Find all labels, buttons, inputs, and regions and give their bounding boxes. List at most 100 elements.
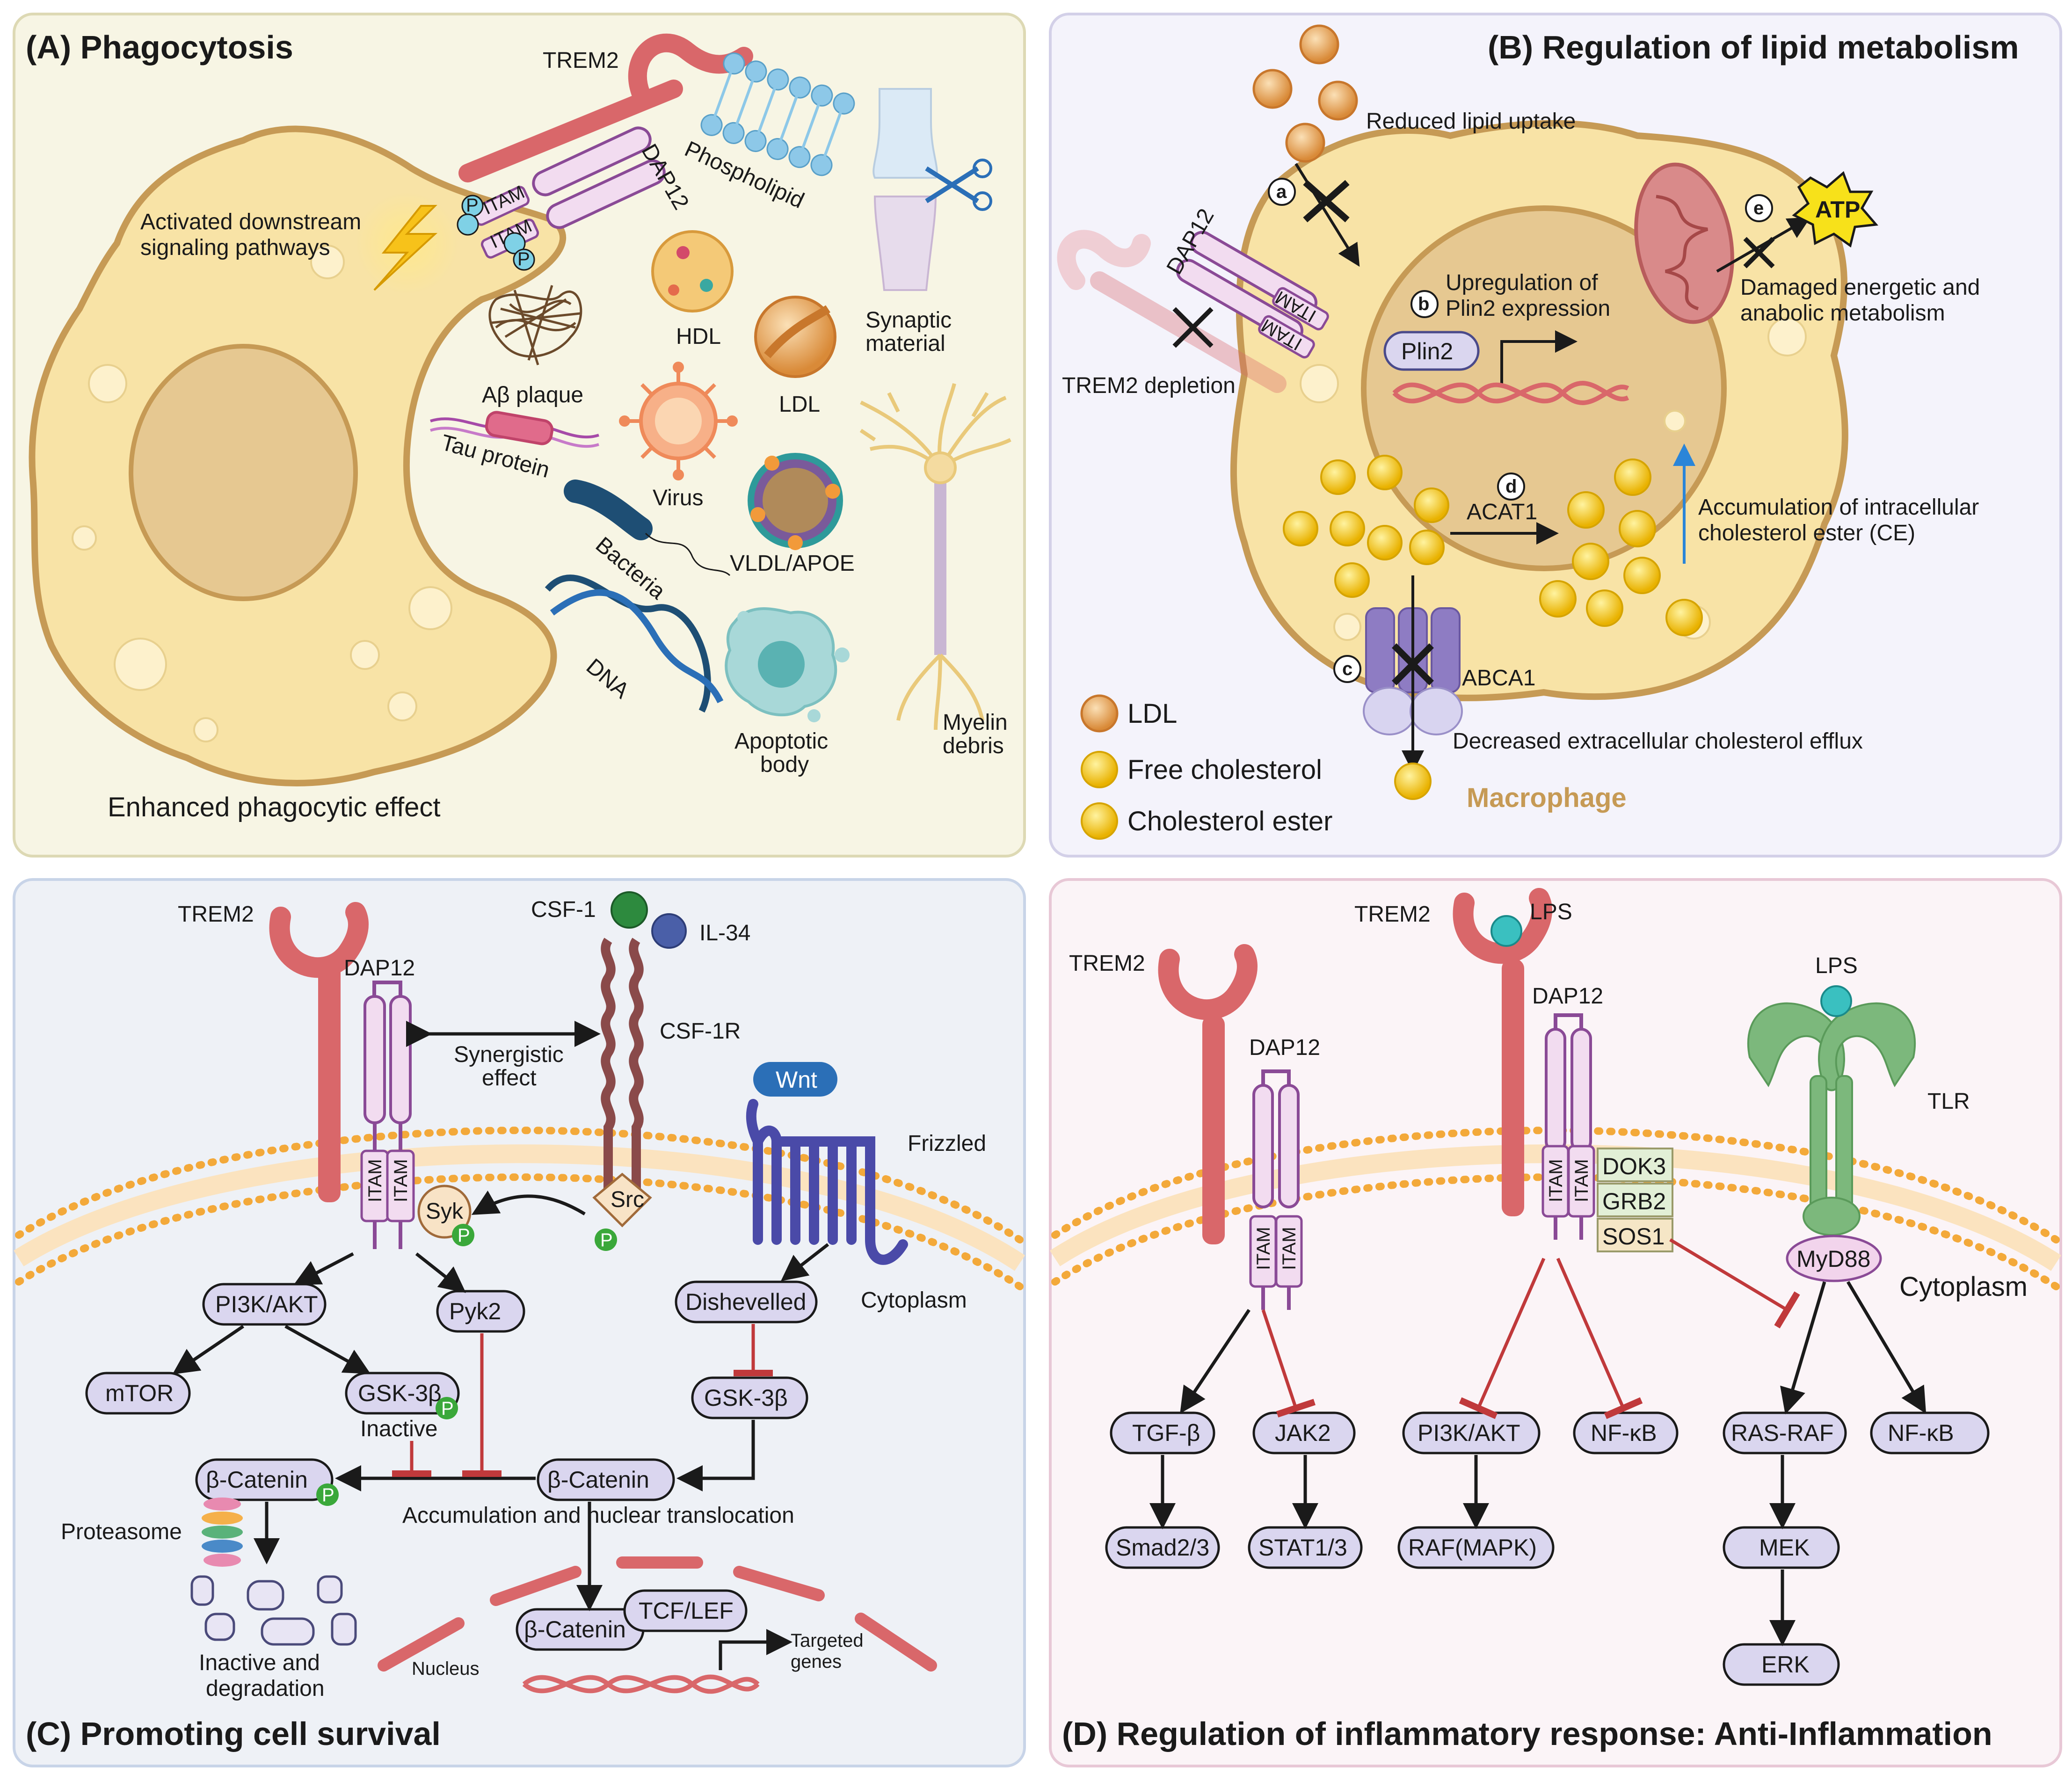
trem2-depletion-label: TREM2 depletion bbox=[1062, 373, 1236, 398]
effluxed-cholesterol bbox=[1394, 763, 1432, 800]
dishevelled-node: Dishevelled bbox=[685, 1289, 806, 1315]
legend-free-cholesterol: Free cholesterol bbox=[1127, 755, 1322, 785]
syk-label: Syk bbox=[426, 1199, 464, 1224]
arrows-d bbox=[1149, 1281, 1927, 1646]
apoptotic-line2: body bbox=[760, 752, 809, 777]
phospholipid-icon bbox=[700, 52, 855, 176]
free-cholesterol-cluster bbox=[1283, 455, 1449, 598]
targeted-line2: genes bbox=[791, 1651, 842, 1672]
activated-line1: Activated downstream bbox=[140, 210, 361, 234]
dna-nucleus-c bbox=[522, 1674, 760, 1694]
dap12-d2 bbox=[1541, 1013, 1595, 1240]
csf1-ligand bbox=[611, 891, 648, 929]
dap12-b bbox=[1176, 231, 1329, 359]
nfkb-node-2: NF-κB bbox=[1888, 1420, 1954, 1446]
inactive-deg-line1: Inactive and bbox=[199, 1650, 320, 1675]
inhibit-arrows-c bbox=[392, 1324, 773, 1477]
ldl-label-a: LDL bbox=[779, 392, 820, 417]
dap12-label-d1: DAP12 bbox=[1249, 1035, 1320, 1060]
syk-circle bbox=[417, 1185, 472, 1239]
accumulation-line1: Accumulation of intracellular bbox=[1698, 495, 1979, 520]
vldl-label: VLDL/APOE bbox=[730, 551, 855, 576]
acat1-label: ACAT1 bbox=[1467, 500, 1537, 524]
myelin-line1: Myelin bbox=[943, 710, 1008, 735]
cell-nucleus bbox=[129, 344, 358, 601]
csf1-label: CSF-1 bbox=[531, 897, 596, 922]
virus-icon bbox=[619, 362, 738, 480]
src-label: Src bbox=[611, 1187, 644, 1212]
dap12-label-d2: DAP12 bbox=[1532, 984, 1603, 1009]
upregulation-line1: Upregulation of bbox=[1446, 270, 1598, 295]
apoptotic-body-icon bbox=[725, 607, 850, 722]
tlr-label: TLR bbox=[1927, 1089, 1970, 1114]
phospho-markers-a bbox=[457, 195, 535, 271]
nuclear-envelope bbox=[378, 1556, 937, 1672]
grb2-label: GRB2 bbox=[1602, 1188, 1666, 1214]
dap12-label-c: DAP12 bbox=[344, 956, 415, 981]
synapse-icon bbox=[872, 88, 992, 291]
vldl-apoe-icon bbox=[748, 453, 843, 550]
tlr-receptor bbox=[1747, 1002, 1916, 1236]
macrophage-label: Macrophage bbox=[1467, 783, 1627, 813]
erk-node: ERK bbox=[1761, 1651, 1810, 1678]
accumulation-translocation-label: Accumulation and nuclear translocation bbox=[402, 1503, 794, 1528]
lps-ligand-1 bbox=[1490, 915, 1522, 947]
lps-ligand-2 bbox=[1820, 985, 1852, 1017]
ras-raf-node: RAS-RAF bbox=[1731, 1420, 1833, 1446]
itam-label-d1: ITAM bbox=[1253, 1227, 1274, 1270]
trem2-receptor-c bbox=[269, 902, 369, 1202]
apoptotic-line1: Apoptotic bbox=[734, 729, 828, 754]
gsk3b-node-right: GSK-3β bbox=[704, 1385, 788, 1411]
decreased-label: Decreased extracellular cholesterol effl… bbox=[1453, 729, 1863, 754]
dna-icon-a bbox=[545, 574, 724, 713]
accumulation-line2: cholesterol ester (CE) bbox=[1698, 521, 1915, 545]
trem2-label-d1: TREM2 bbox=[1069, 951, 1145, 976]
beta-catenin-node-1: β-Catenin bbox=[206, 1467, 308, 1493]
trem2-receptor-d1 bbox=[1158, 944, 1258, 1244]
pathway-nodes-d bbox=[1105, 1411, 1990, 1686]
myd88-box bbox=[1786, 1235, 1882, 1282]
beta-catenin-node-2: β-Catenin bbox=[547, 1467, 649, 1493]
gsk-p-label: P bbox=[441, 1398, 454, 1419]
tgf-beta-node: TGF-β bbox=[1132, 1420, 1200, 1446]
cell-vesicles bbox=[72, 245, 452, 742]
src-to-syk-arrow bbox=[471, 1190, 586, 1215]
itam-label-d2: ITAM bbox=[1279, 1227, 1300, 1270]
legend-cholesterol-ester: Cholesterol ester bbox=[1127, 806, 1332, 836]
uptake-block bbox=[1303, 180, 1350, 223]
mek-node: MEK bbox=[1759, 1534, 1810, 1561]
stat-node: STAT1/3 bbox=[1258, 1534, 1347, 1561]
virus-label: Virus bbox=[653, 486, 704, 510]
itam-label-d4: ITAM bbox=[1571, 1159, 1592, 1202]
dap12-d1 bbox=[1249, 1069, 1303, 1310]
trem2-label-d2: TREM2 bbox=[1354, 902, 1431, 927]
neuron-myelin-icon bbox=[859, 383, 1011, 730]
syk-p-label: P bbox=[458, 1225, 470, 1246]
smad-node: Smad2/3 bbox=[1116, 1534, 1209, 1561]
damaged-line2: anabolic metabolism bbox=[1740, 301, 1945, 326]
targeted-line1: Targeted bbox=[791, 1630, 864, 1651]
marker-e: e bbox=[1753, 198, 1764, 218]
plin2-box bbox=[1383, 331, 1480, 371]
panel-d-inflammation: (D) Regulation of inflammatory response:… bbox=[1049, 878, 2062, 1767]
myelin-line2: debris bbox=[943, 734, 1004, 758]
synergistic-line2: effect bbox=[482, 1066, 537, 1090]
panel-c-title: (C) Promoting cell survival bbox=[26, 1716, 441, 1752]
plin2-transcription-arrow bbox=[1500, 330, 1578, 384]
raf-mapk-node: RAF(MAPK) bbox=[1408, 1534, 1537, 1561]
marker-b: b bbox=[1418, 294, 1429, 314]
wnt-box bbox=[753, 1062, 837, 1097]
frizzled-label: Frizzled bbox=[908, 1131, 986, 1156]
gsk-phospho bbox=[436, 1397, 458, 1419]
nucleus-label: Nucleus bbox=[412, 1658, 480, 1679]
trem2-receptor-d2 bbox=[1453, 888, 1552, 1216]
mtor-node: mTOR bbox=[105, 1380, 174, 1406]
cholesterol-ester-cluster bbox=[1539, 458, 1703, 636]
il34-label: IL-34 bbox=[699, 921, 750, 945]
syk-phospho bbox=[452, 1224, 474, 1246]
hdl-icon bbox=[651, 230, 734, 313]
atp-arrow bbox=[1716, 217, 1811, 273]
panel-d-title: (D) Regulation of inflammatory response:… bbox=[1062, 1716, 1992, 1752]
pi3k-akt-node-d: PI3K/AKT bbox=[1418, 1420, 1520, 1446]
pi3k-akt-node-c: PI3K/AKT bbox=[215, 1291, 318, 1317]
